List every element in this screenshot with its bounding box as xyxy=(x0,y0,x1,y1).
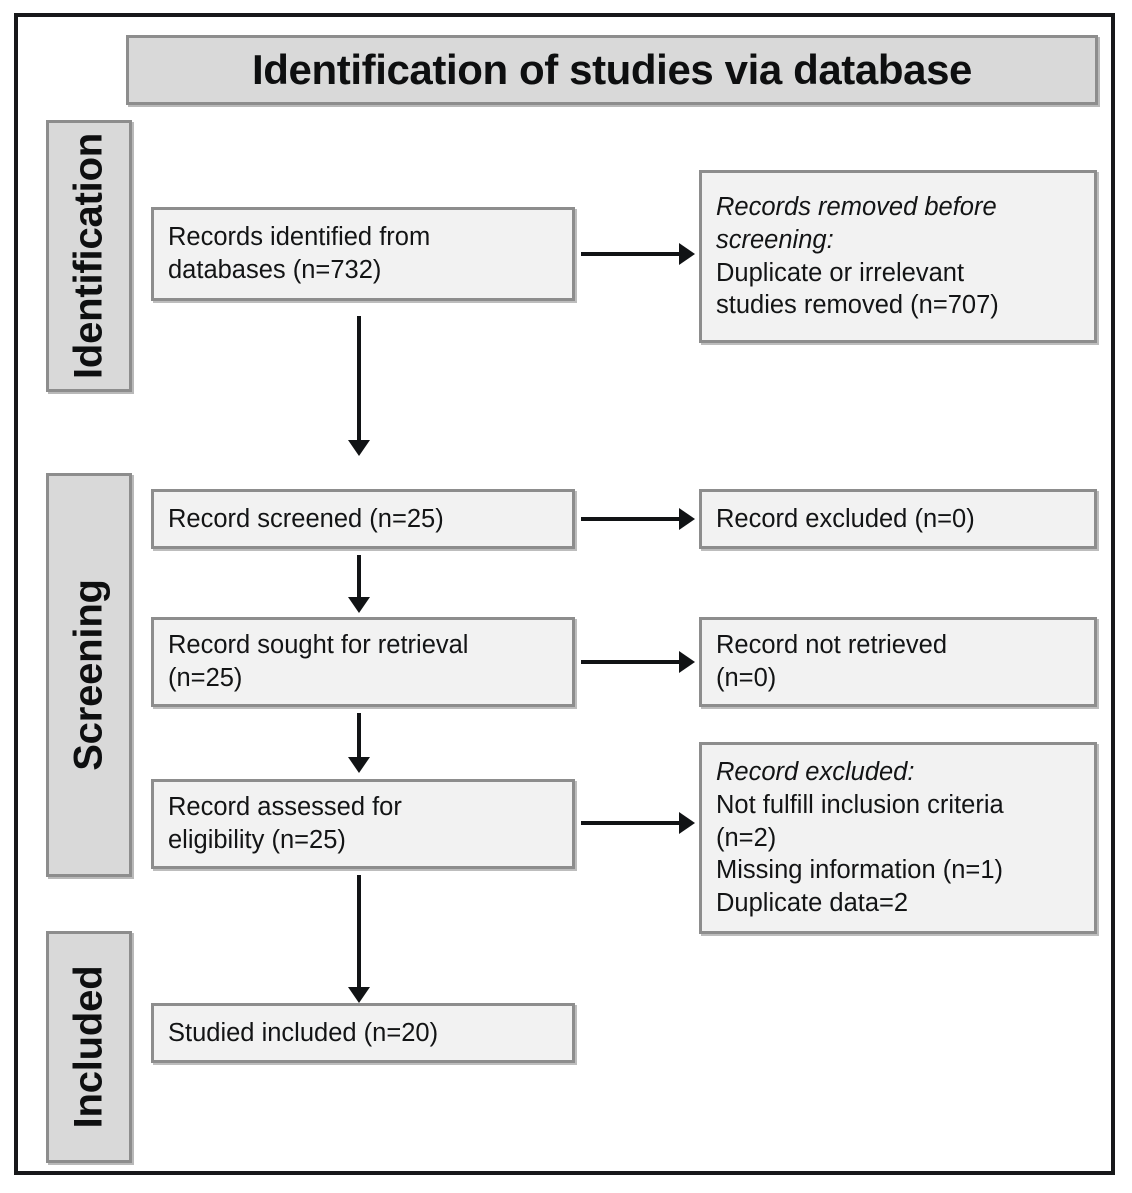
node-records-identified-line-2: databases (n=732) xyxy=(168,256,382,284)
node-record-assessed-for-eligibility: Record assessed for eligibility (n=25) xyxy=(151,779,575,869)
node-record-excluded: Record excluded (n=0) xyxy=(699,489,1097,549)
arrow-shaft xyxy=(357,316,361,442)
diagram-header-title: Identification of studies via database xyxy=(252,46,972,93)
node-record-assessed-line-2: eligibility (n=25) xyxy=(168,826,346,854)
arrow-head xyxy=(679,243,695,265)
node-record-excluded-line-1: Record excluded (n=0) xyxy=(716,504,975,533)
arrow-shaft xyxy=(357,875,361,989)
arrow-head xyxy=(348,597,370,613)
node-records-identified-line-1: Records identified from xyxy=(168,223,431,252)
stage-band-screening: Screening xyxy=(46,473,132,877)
node-records-identified: Records identified from databases (n=732… xyxy=(151,207,575,301)
arrow-shaft xyxy=(581,660,681,664)
node-studies-included: Studied included (n=20) xyxy=(151,1003,575,1063)
arrow-head xyxy=(348,440,370,456)
node-record-screened-line-1: Record screened (n=25) xyxy=(168,504,444,533)
node-record-excluded-reasons: Record excluded: Not fulfill inclusion c… xyxy=(699,742,1097,934)
node-record-excluded-reasons-line-5: Duplicate data=2 xyxy=(716,888,909,917)
arrow-shaft xyxy=(357,713,361,759)
node-studies-included-line-1: Studied included (n=20) xyxy=(168,1018,439,1047)
stage-label-included: Included xyxy=(66,965,111,1129)
stage-band-included: Included xyxy=(46,931,132,1163)
node-record-excluded-reasons-line-3: (n=2) xyxy=(716,823,777,852)
node-records-removed-line-1: Records removed before xyxy=(716,193,997,222)
node-records-removed: Records removed before screening: Duplic… xyxy=(699,170,1097,343)
node-record-sought-line-1: Record sought for retrieval xyxy=(168,631,469,660)
arrow-head xyxy=(348,757,370,773)
arrow-shaft xyxy=(581,821,681,825)
node-record-sought-line-2: (n=25) xyxy=(168,664,243,692)
node-record-excluded-reasons-line-4: Missing information (n=1) xyxy=(716,856,1003,885)
node-records-removed-line-4: studies removed (n=707) xyxy=(716,291,999,320)
arrow-head xyxy=(348,987,370,1003)
arrow-shaft xyxy=(357,555,361,599)
node-record-excluded-reasons-line-1: Record excluded: xyxy=(716,758,915,787)
arrow-shaft xyxy=(581,517,681,521)
node-record-sought-for-retrieval: Record sought for retrieval (n=25) xyxy=(151,617,575,707)
arrow-head xyxy=(679,812,695,834)
node-record-excluded-reasons-line-2: Not fulfill inclusion criteria xyxy=(716,791,1004,820)
stage-label-screening: Screening xyxy=(66,579,111,771)
stage-label-identification: Identification xyxy=(66,132,111,380)
node-record-screened: Record screened (n=25) xyxy=(151,489,575,549)
node-record-assessed-line-1: Record assessed for xyxy=(168,793,402,822)
arrow-head xyxy=(679,651,695,673)
node-record-not-retrieved-line-2: (n=0) xyxy=(716,664,777,692)
node-records-removed-line-3: Duplicate or irrelevant xyxy=(716,258,965,287)
arrow-head xyxy=(679,508,695,530)
diagram-header-box: Identification of studies via database xyxy=(126,35,1098,105)
arrow-shaft xyxy=(581,252,681,256)
node-records-removed-line-2: screening: xyxy=(716,225,834,254)
node-record-not-retrieved-line-1: Record not retrieved xyxy=(716,631,948,660)
prisma-diagram-frame: Identification of studies via database I… xyxy=(14,13,1115,1175)
stage-band-identification: Identification xyxy=(46,120,132,392)
node-record-not-retrieved: Record not retrieved (n=0) xyxy=(699,617,1097,707)
